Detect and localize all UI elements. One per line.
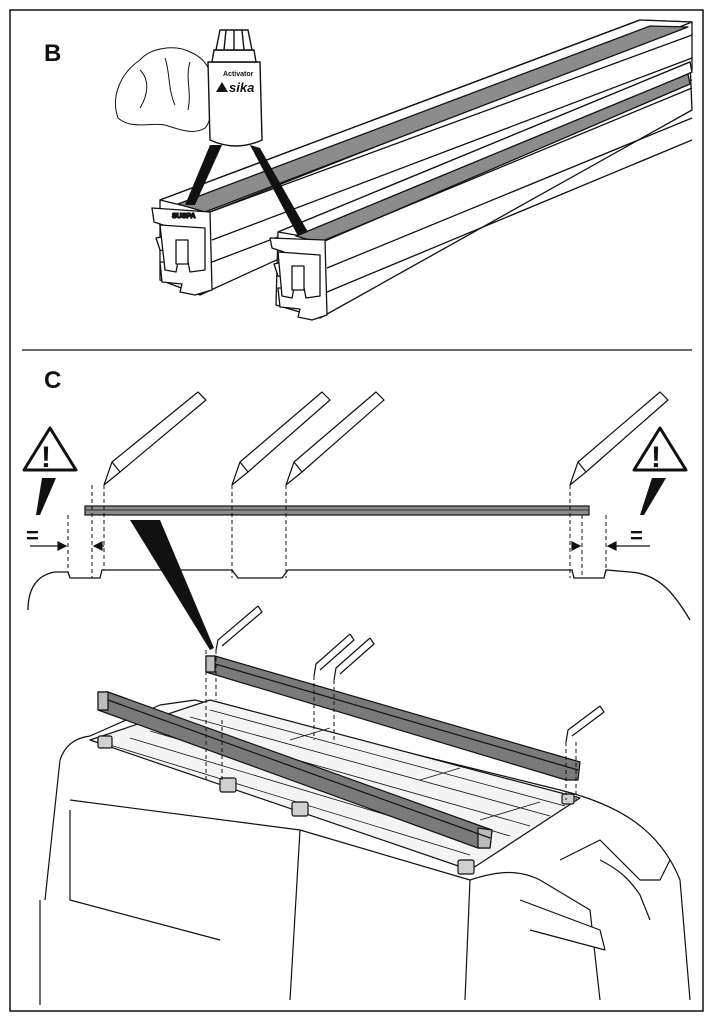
position-guides: [67, 485, 607, 578]
pencil-icon: [231, 391, 331, 486]
warning-left: ! =: [22, 426, 78, 548]
panel-b-label: B: [44, 40, 61, 67]
panel-c: C !: [22, 367, 691, 1005]
bottle-icon: Activator sika: [185, 29, 308, 236]
warning-symbol-right: !: [651, 441, 661, 474]
application-beam-left: [185, 145, 222, 205]
warning-triangle-icon: [22, 426, 78, 472]
svg-text:SUSPA: SUSPA: [172, 213, 196, 220]
equal-mark-right: =: [630, 523, 643, 548]
pencil-icon: [569, 391, 669, 486]
adhesive-tape-back: [177, 25, 689, 213]
pencil-icon: [285, 391, 385, 486]
application-beam-right: [250, 145, 308, 236]
roof-bar-top-view: [84, 505, 590, 516]
warning-right: ! =: [630, 426, 688, 548]
pencil-icon: [313, 633, 355, 677]
warning-triangle-icon: [632, 426, 688, 472]
rail-profile-front: [269, 61, 693, 321]
panel-b: B SUSPA: [44, 19, 693, 321]
dimension-arrows: [30, 541, 650, 551]
equal-mark-left: =: [26, 523, 39, 548]
triangle-logo-icon: [216, 82, 228, 92]
mounting-feet: [97, 735, 575, 875]
zoom-pointer: [130, 520, 214, 650]
van-illustration: [39, 605, 691, 1005]
pencil-icon: [215, 605, 263, 651]
roof-bar-front: [97, 691, 493, 849]
pencil-icon: [103, 391, 207, 486]
panel-c-label: C: [44, 367, 61, 394]
warning-symbol-left: !: [41, 441, 51, 474]
pencil-icon: [565, 705, 605, 743]
bottle-brand: sika: [229, 80, 254, 95]
roof-profile-line: [27, 569, 691, 621]
pencil-icon: [333, 637, 375, 681]
bottle-label: Activator: [223, 71, 254, 78]
